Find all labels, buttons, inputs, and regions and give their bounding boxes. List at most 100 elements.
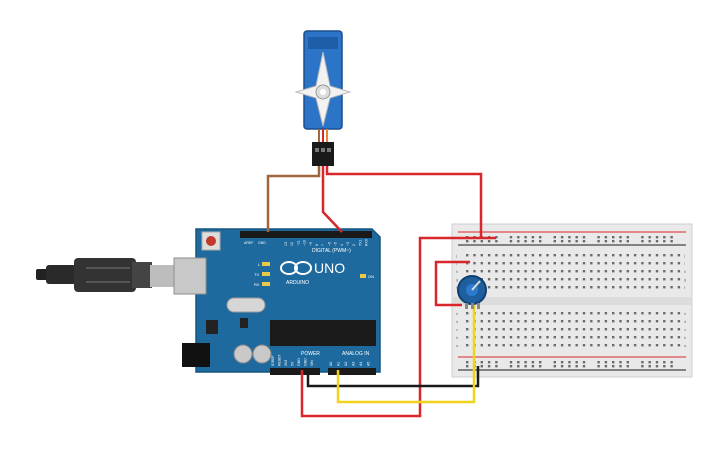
breadboard-hole[interactable] bbox=[517, 262, 520, 265]
breadboard-hole[interactable] bbox=[575, 328, 578, 331]
breadboard-hole[interactable] bbox=[466, 254, 469, 257]
breadboard-hole[interactable] bbox=[604, 240, 608, 243]
breadboard-hole[interactable] bbox=[619, 240, 622, 243]
breadboard-hole[interactable] bbox=[626, 344, 629, 347]
breadboard-hole[interactable] bbox=[560, 336, 564, 339]
breadboard-hole[interactable] bbox=[663, 278, 666, 281]
breadboard-hole[interactable] bbox=[568, 361, 571, 364]
breadboard-hole[interactable] bbox=[641, 320, 644, 323]
breadboard-hole[interactable] bbox=[575, 365, 578, 368]
breadboard-hole[interactable] bbox=[531, 336, 535, 339]
breadboard-hole[interactable] bbox=[539, 262, 542, 265]
breadboard-hole[interactable] bbox=[612, 320, 615, 323]
breadboard-hole[interactable] bbox=[604, 328, 608, 331]
breadboard-hole[interactable] bbox=[553, 270, 556, 273]
breadboard-hole[interactable] bbox=[473, 254, 476, 257]
breadboard-hole[interactable] bbox=[553, 344, 556, 347]
breadboard-hole[interactable] bbox=[648, 240, 651, 243]
breadboard-hole[interactable] bbox=[677, 278, 681, 281]
breadboard-hole[interactable] bbox=[655, 344, 659, 347]
breadboard-hole[interactable] bbox=[531, 236, 535, 239]
breadboard-hole[interactable] bbox=[670, 344, 673, 347]
breadboard-hole[interactable] bbox=[546, 278, 549, 281]
breadboard-hole[interactable] bbox=[619, 336, 622, 339]
breadboard-hole[interactable] bbox=[568, 278, 571, 281]
breadboard-hole[interactable] bbox=[509, 336, 513, 339]
breadboard-hole[interactable] bbox=[575, 236, 578, 239]
breadboard-hole[interactable] bbox=[641, 344, 644, 347]
breadboard-hole[interactable] bbox=[590, 328, 593, 331]
breadboard-hole[interactable] bbox=[582, 278, 586, 281]
breadboard-hole[interactable] bbox=[509, 278, 513, 281]
breadboard-hole[interactable] bbox=[466, 270, 469, 273]
breadboard-hole[interactable] bbox=[641, 270, 644, 273]
breadboard-hole[interactable] bbox=[648, 320, 651, 323]
breadboard-hole[interactable] bbox=[626, 336, 629, 339]
breadboard-hole[interactable] bbox=[619, 361, 622, 364]
breadboard-hole[interactable] bbox=[517, 361, 520, 364]
breadboard-hole[interactable] bbox=[487, 286, 491, 289]
breadboard-hole[interactable] bbox=[517, 254, 520, 257]
breadboard-hole[interactable] bbox=[495, 320, 498, 323]
breadboard-hole[interactable] bbox=[553, 236, 556, 239]
breadboard-hole[interactable] bbox=[626, 270, 629, 273]
breadboard-hole[interactable] bbox=[539, 286, 542, 289]
breadboard-hole[interactable] bbox=[480, 336, 483, 339]
breadboard-hole[interactable] bbox=[597, 278, 600, 281]
breadboard-hole[interactable] bbox=[575, 240, 578, 243]
breadboard-hole[interactable] bbox=[495, 312, 498, 315]
breadboard-hole[interactable] bbox=[604, 344, 608, 347]
breadboard-hole[interactable] bbox=[663, 286, 666, 289]
breadboard-hole[interactable] bbox=[670, 262, 673, 265]
breadboard-hole[interactable] bbox=[670, 236, 673, 239]
breadboard-hole[interactable] bbox=[568, 328, 571, 331]
breadboard-hole[interactable] bbox=[568, 365, 571, 368]
breadboard-hole[interactable] bbox=[612, 278, 615, 281]
breadboard-hole[interactable] bbox=[466, 365, 469, 368]
breadboard-hole[interactable] bbox=[495, 286, 498, 289]
breadboard-hole[interactable] bbox=[590, 336, 593, 339]
breadboard-hole[interactable] bbox=[597, 236, 600, 239]
breadboard-hole[interactable] bbox=[648, 344, 651, 347]
breadboard-hole[interactable] bbox=[612, 254, 615, 257]
breadboard-hole[interactable] bbox=[597, 254, 600, 257]
breadboard-hole[interactable] bbox=[663, 270, 666, 273]
breadboard-hole[interactable] bbox=[495, 278, 498, 281]
breadboard-hole[interactable] bbox=[655, 286, 659, 289]
breadboard-hole[interactable] bbox=[677, 312, 681, 315]
breadboard-hole[interactable] bbox=[480, 328, 483, 331]
breadboard-hole[interactable] bbox=[619, 344, 622, 347]
breadboard-hole[interactable] bbox=[509, 365, 513, 368]
breadboard-hole[interactable] bbox=[560, 344, 564, 347]
breadboard-hole[interactable] bbox=[633, 254, 637, 257]
breadboard-hole[interactable] bbox=[487, 270, 491, 273]
breadboard-hole[interactable] bbox=[487, 312, 491, 315]
breadboard-hole[interactable] bbox=[612, 236, 615, 239]
breadboard-hole[interactable] bbox=[582, 320, 586, 323]
breadboard-hole[interactable] bbox=[539, 365, 542, 368]
breadboard-hole[interactable] bbox=[641, 312, 644, 315]
breadboard-hole[interactable] bbox=[560, 240, 564, 243]
breadboard-hole[interactable] bbox=[524, 240, 527, 243]
breadboard-hole[interactable] bbox=[524, 286, 527, 289]
arduino-uno-board[interactable]: UNO ARDUINO DIGITAL (PWM~) POWER ANALOG … bbox=[173, 228, 381, 375]
breadboard-hole[interactable] bbox=[626, 286, 629, 289]
breadboard-hole[interactable] bbox=[480, 262, 483, 265]
breadboard-hole[interactable] bbox=[655, 240, 659, 243]
breadboard-hole[interactable] bbox=[597, 312, 600, 315]
breadboard-hole[interactable] bbox=[509, 236, 513, 239]
breadboard-hole[interactable] bbox=[480, 312, 483, 315]
breadboard-hole[interactable] bbox=[517, 344, 520, 347]
breadboard-hole[interactable] bbox=[546, 336, 549, 339]
breadboard-hole[interactable] bbox=[531, 278, 535, 281]
breadboard-hole[interactable] bbox=[546, 328, 549, 331]
breadboard-hole[interactable] bbox=[466, 312, 469, 315]
breadboard-hole[interactable] bbox=[655, 262, 659, 265]
breadboard-hole[interactable] bbox=[648, 262, 651, 265]
breadboard-hole[interactable] bbox=[531, 365, 535, 368]
breadboard-hole[interactable] bbox=[597, 286, 600, 289]
breadboard-hole[interactable] bbox=[612, 262, 615, 265]
breadboard-hole[interactable] bbox=[641, 278, 644, 281]
breadboard-hole[interactable] bbox=[502, 320, 505, 323]
